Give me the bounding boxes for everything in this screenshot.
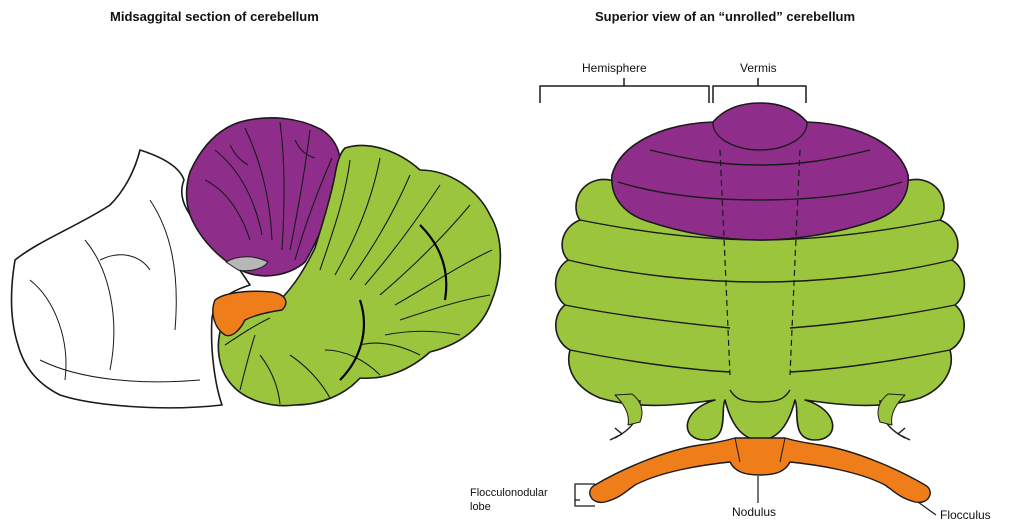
flocculus-leader — [918, 502, 936, 515]
vermis-bracket — [713, 78, 806, 103]
unrolled-view — [540, 78, 964, 515]
midsagittal-section — [12, 118, 501, 408]
flocculonodular-lobe-unrolled — [590, 438, 930, 502]
vermis-label: Vermis — [740, 61, 777, 75]
nodulus-label: Nodulus — [732, 505, 776, 519]
anterior-lobe-unrolled — [612, 103, 908, 240]
flocculonodular-label-line1: Flocculonodular — [470, 487, 548, 499]
hemisphere-label: Hemisphere — [582, 61, 647, 75]
flocculonodular-label-line2: lobe — [470, 501, 491, 513]
hemisphere-bracket — [540, 78, 709, 103]
flocculus-label: Flocculus — [940, 508, 991, 522]
